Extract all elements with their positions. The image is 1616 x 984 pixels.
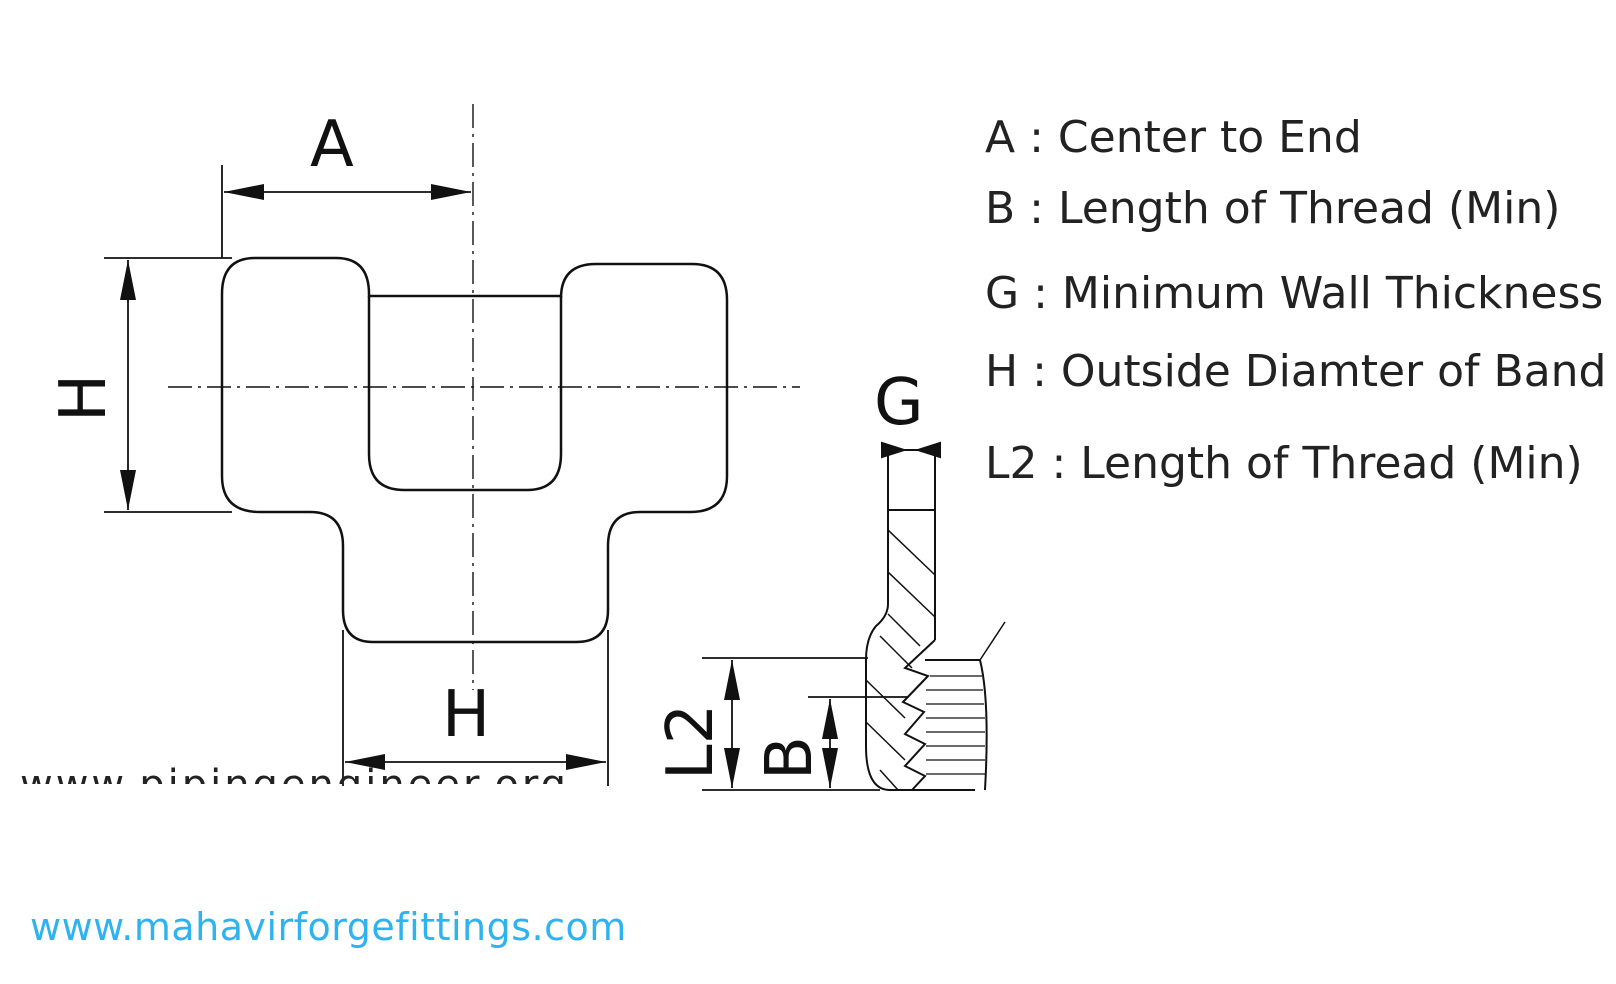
dim-label-a: A <box>310 108 354 182</box>
dimension-h-bottom <box>342 630 609 786</box>
legend-b: B : Length of Thread (Min) <box>985 183 1560 234</box>
legend: A : Center to End B : Length of Thread (… <box>985 112 1606 489</box>
dimension-h-left <box>104 257 232 513</box>
section-detail <box>865 441 1006 791</box>
legend-a: A : Center to End <box>985 112 1362 163</box>
website-link[interactable]: www.mahavirforgefittings.com <box>30 905 627 949</box>
dim-label-l2: L2 <box>654 704 728 780</box>
legend-h: H : Outside Diamter of Band <box>985 346 1606 397</box>
tee-body <box>220 256 729 644</box>
dimension-a <box>221 165 471 258</box>
dim-label-g: G <box>874 366 924 440</box>
watermark-text: www.pipingengineer.org <box>20 762 569 784</box>
dimension-l2 <box>702 657 880 791</box>
tee-bore <box>367 296 563 492</box>
legend-g: G : Minimum Wall Thickness <box>985 268 1603 319</box>
dim-label-h-left: H <box>47 374 121 422</box>
legend-l2: L2 : Length of Thread (Min) <box>985 438 1583 489</box>
dimension-b <box>808 696 908 788</box>
dim-label-h-bottom: H <box>442 678 490 752</box>
centerlines <box>168 104 800 690</box>
tee-outline <box>220 256 729 644</box>
dim-label-b: B <box>753 736 827 780</box>
